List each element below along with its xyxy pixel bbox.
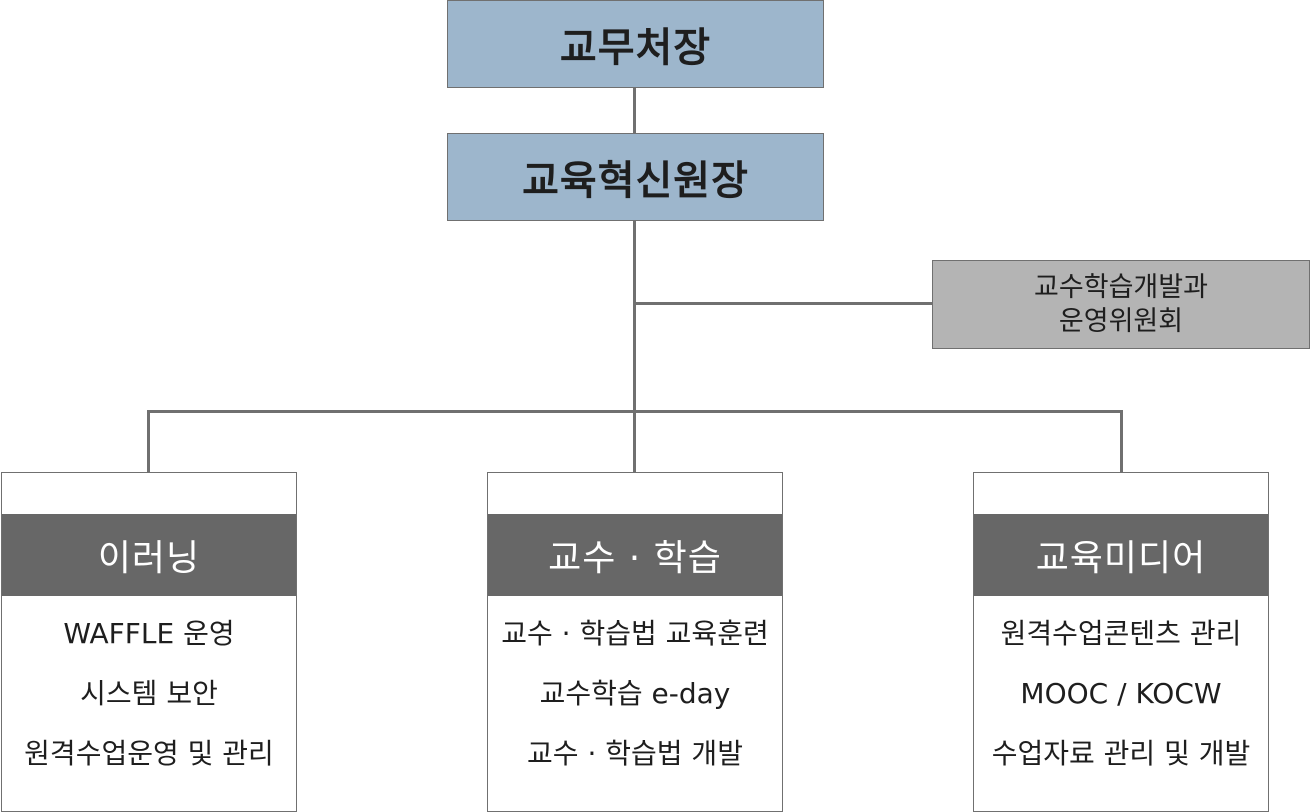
dept-item: 원격수업운영 및 관리 — [24, 737, 274, 770]
committee-label-line2: 운영위원회 — [1058, 305, 1184, 337]
dept-item: 원격수업콘텐츠 관리 — [1000, 617, 1242, 650]
dept-item-list: WAFFLE 운영 시스템 보안 원격수업운영 및 관리 — [2, 619, 296, 799]
innovation-head-box: 교육혁신원장 — [447, 133, 824, 221]
dept-item: 교수학습 e-day — [539, 677, 731, 710]
connector-committee — [633, 302, 933, 305]
committee-label-line1: 교수학습개발과 — [1034, 271, 1208, 303]
dept-header: 교육미디어 — [974, 514, 1268, 596]
dept-title: 교수 · 학습 — [548, 538, 722, 579]
connector-to-media — [1120, 410, 1123, 473]
connector-to-teaching — [633, 410, 636, 473]
connector-to-elearning — [147, 410, 150, 473]
dept-item: 시스템 보안 — [80, 677, 218, 710]
dept-item: 수업자료 관리 및 개발 — [991, 737, 1251, 770]
dept-elearning: 이러닝 WAFFLE 운영 시스템 보안 원격수업운영 및 관리 — [1, 472, 297, 812]
dept-item-list: 원격수업콘텐츠 관리 MOOC / KOCW 수업자료 관리 및 개발 — [974, 619, 1268, 799]
connector-director-to-head — [633, 87, 636, 134]
committee-box: 교수학습개발과 운영위원회 — [932, 260, 1310, 349]
connector-head-trunk — [633, 219, 636, 473]
dept-item: 교수 · 학습법 교육훈련 — [501, 617, 769, 650]
dept-item: MOOC / KOCW — [1020, 677, 1222, 710]
innovation-head-label: 교육혁신원장 — [522, 158, 749, 204]
dept-title: 이러닝 — [97, 538, 201, 579]
director-label: 교무처장 — [559, 25, 712, 71]
director-box: 교무처장 — [447, 0, 824, 88]
dept-teaching-learning: 교수 · 학습 교수 · 학습법 교육훈련 교수학습 e-day 교수 · 학습… — [487, 472, 783, 812]
dept-title: 교육미디어 — [1035, 538, 1207, 579]
dept-item-list: 교수 · 학습법 교육훈련 교수학습 e-day 교수 · 학습법 개발 — [488, 619, 782, 799]
dept-education-media: 교육미디어 원격수업콘텐츠 관리 MOOC / KOCW 수업자료 관리 및 개… — [973, 472, 1269, 812]
dept-item: WAFFLE 운영 — [63, 617, 235, 650]
dept-item: 교수 · 학습법 개발 — [527, 737, 743, 770]
dept-header: 교수 · 학습 — [488, 514, 782, 596]
dept-header: 이러닝 — [2, 514, 296, 596]
